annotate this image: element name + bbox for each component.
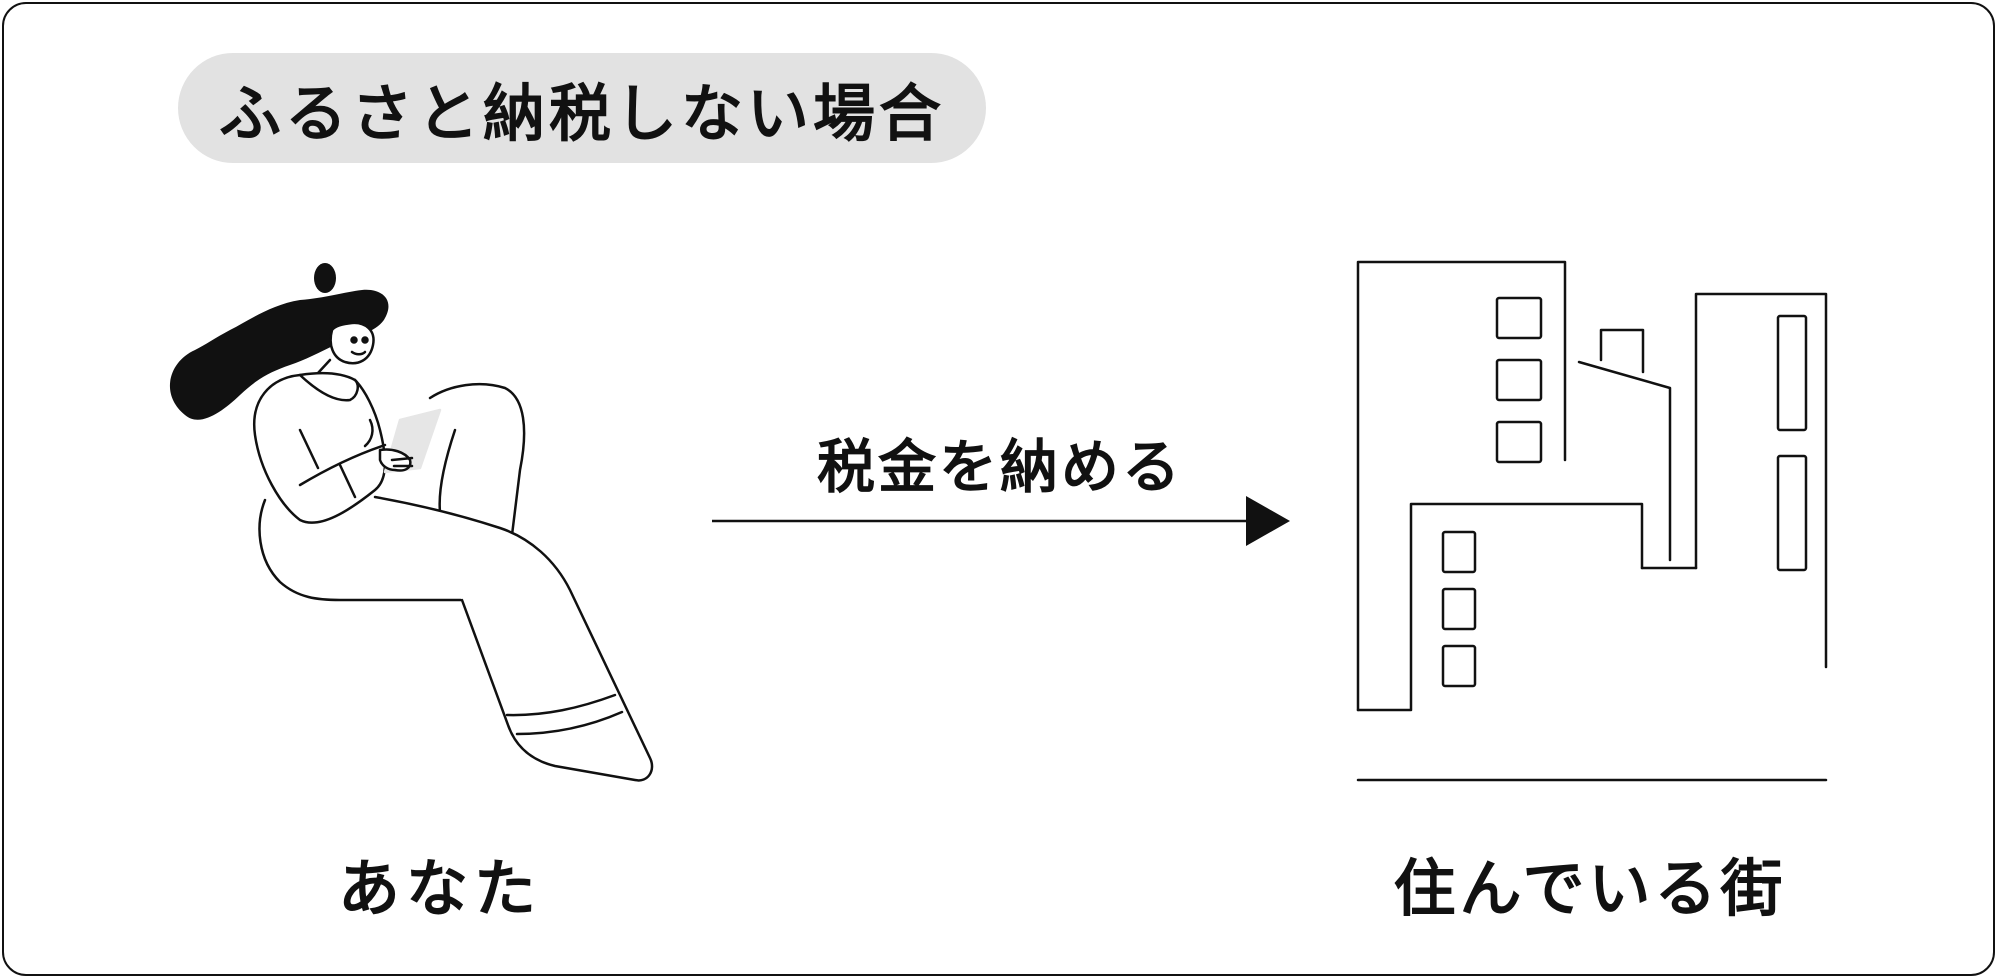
title-pill: ふるさと納税しない場合 <box>178 53 986 163</box>
arrow-label: 税金を納める <box>816 433 1183 501</box>
city-buildings-icon <box>1356 260 1828 782</box>
source-label: あなた <box>337 852 542 925</box>
arrow-head-icon <box>1246 496 1290 546</box>
target-label: 住んでいる街 <box>1393 852 1787 925</box>
title-text: ふるさと納税しない場合 <box>218 77 945 150</box>
flow-arrow <box>712 496 1290 546</box>
woman-reading-tablet-icon <box>169 263 654 782</box>
